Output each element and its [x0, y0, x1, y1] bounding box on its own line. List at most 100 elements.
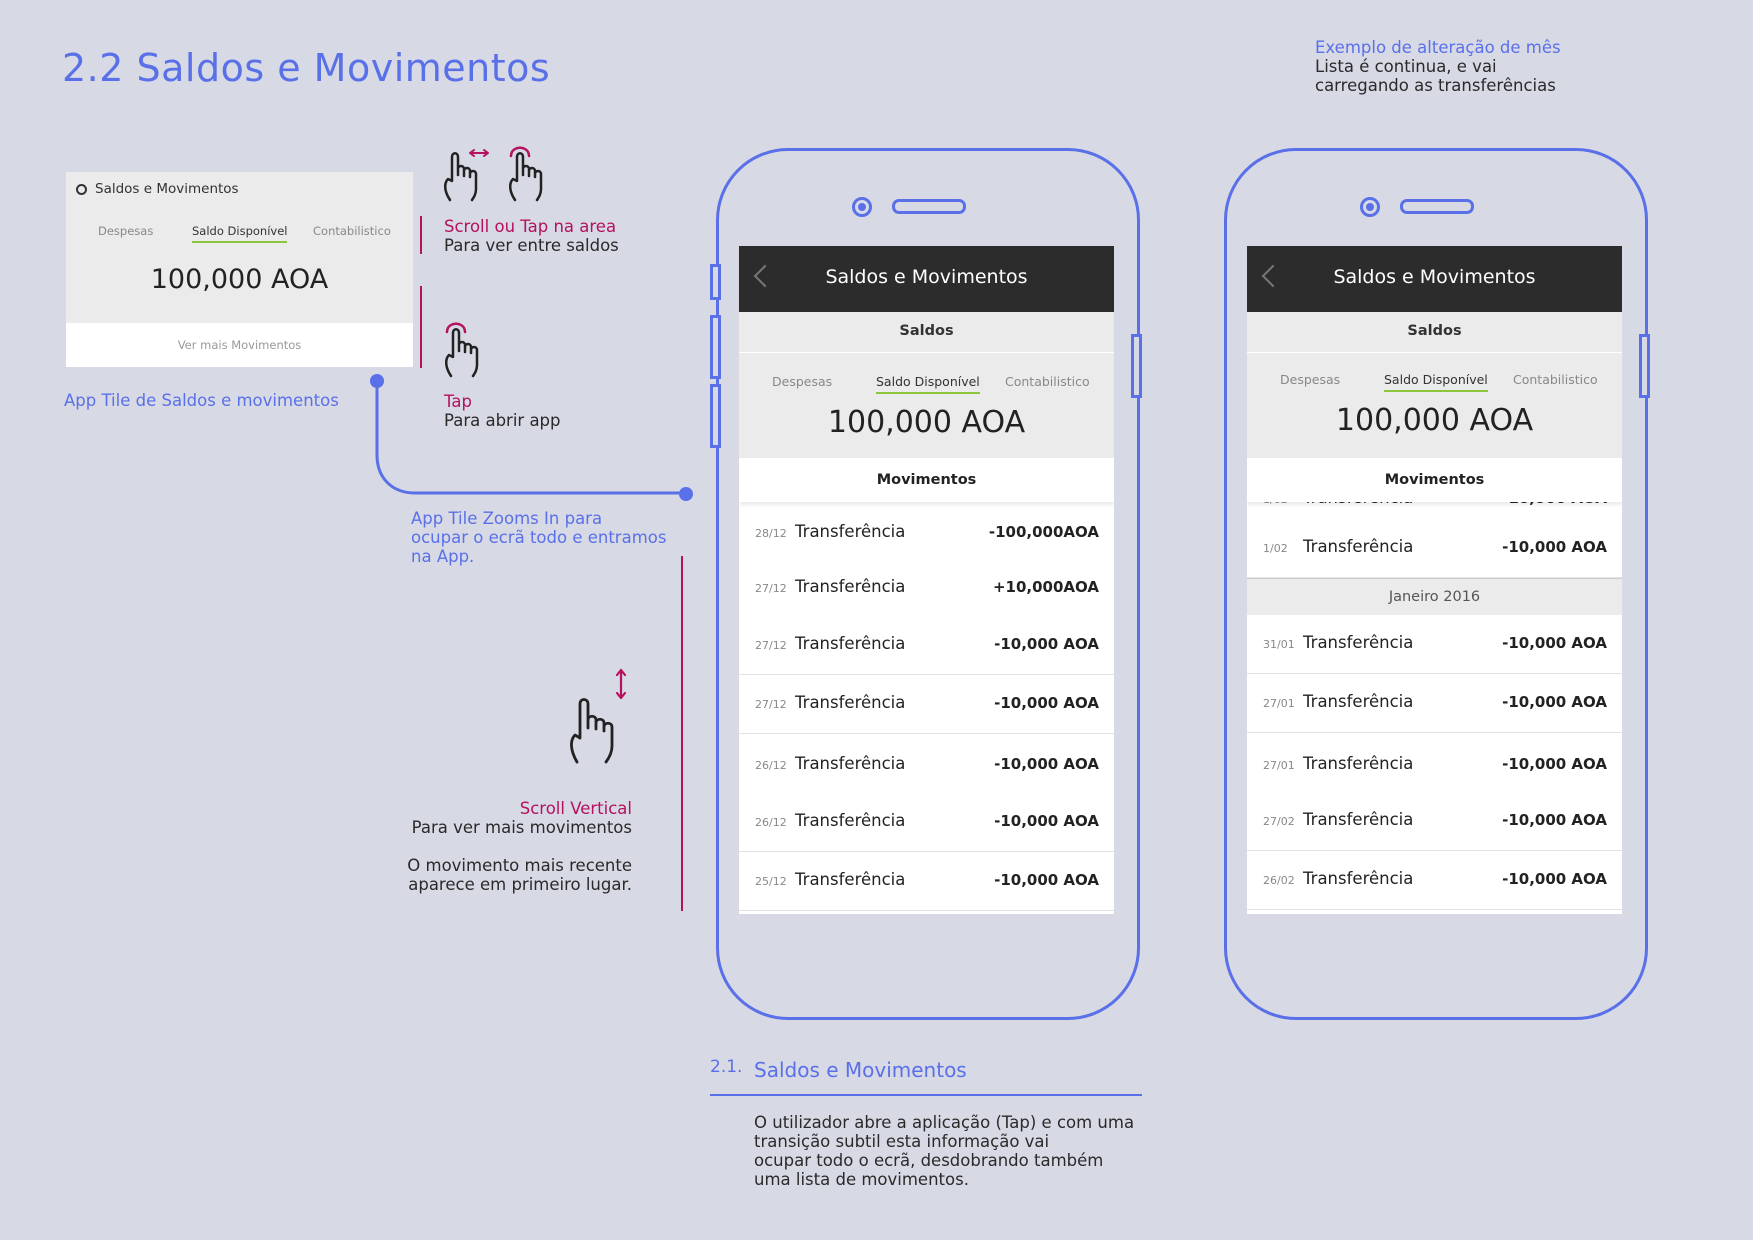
app-tile[interactable]: Saldos e Movimentos Despesas Saldo Dispo… [66, 172, 413, 367]
phone-side-button [1639, 334, 1650, 398]
movement-date: 27/12 [755, 698, 787, 711]
camera-icon [852, 197, 872, 217]
phone-side-button [710, 315, 721, 379]
movement-value: -10,000 AOA [994, 755, 1099, 773]
tile-tab-contabilistico[interactable]: Contabilistico [313, 224, 391, 238]
tab-contabilistico[interactable]: Contabilistico [1513, 372, 1598, 387]
scroll-vertical-desc: Para ver mais movimentos [411, 818, 632, 837]
app-bar-title: Saldos e Movimentos [825, 266, 1028, 288]
guide-line [681, 556, 683, 911]
movement-date: 26/02 [1263, 874, 1295, 887]
hand-scroll-vertical-icon [570, 668, 627, 764]
radio-icon [76, 183, 87, 195]
section-body-line: ocupar todo o ecrã, desdobrando também [754, 1151, 1104, 1170]
movement-value: -10,000 AOA [994, 871, 1099, 889]
section-divider [710, 1094, 1142, 1096]
hand-tap-open-icon [445, 322, 479, 378]
scroll-vertical-note: Scroll Vertical Para ver mais movimentos… [380, 799, 632, 894]
phone-side-button [1131, 334, 1142, 398]
movement-desc: Transferência [1303, 692, 1414, 711]
table-row[interactable]: 26/12 Transferência -10,000 AOA [739, 793, 1114, 852]
movement-date: 26/12 [755, 759, 787, 772]
movement-desc: Transferência [795, 870, 906, 889]
movement-date: 31/01 [1263, 638, 1295, 651]
gesture-scroll-tap-note: Scroll ou Tap na area Para ver entre sal… [444, 217, 619, 255]
tab-despesas[interactable]: Despesas [772, 374, 833, 389]
movement-value: -10,000 AOA [994, 694, 1099, 712]
tab-contabilistico[interactable]: Contabilistico [1005, 374, 1090, 389]
zoom-note-line-2: ocupar o ecrã todo e entramos [411, 528, 667, 547]
phone-frame-2: Saldos e Movimentos Saldos Despesas Sald… [1224, 148, 1650, 1020]
camera-icon [1360, 197, 1380, 217]
movements-header: Movimentos [739, 458, 1114, 502]
month-change-line-2: carregando as transferências [1315, 76, 1556, 95]
tile-tabs: Despesas Saldo Disponível Contabilistico [66, 224, 413, 248]
tab-saldo-disponivel[interactable]: Saldo Disponível [1384, 372, 1488, 392]
tile-header: Saldos e Movimentos [76, 181, 239, 197]
movement-date: 28/12 [755, 527, 787, 540]
table-row[interactable]: 1/02 Transferência -10,000 AOA [1247, 519, 1622, 578]
tile-tab-despesas[interactable]: Despesas [98, 224, 154, 238]
movement-value: -10,000 AOA [1502, 693, 1607, 711]
tile-more-link[interactable]: Ver mais Movimentos [66, 323, 413, 367]
zoom-note: App Tile Zooms In para ocupar o ecrã tod… [411, 509, 666, 566]
saldos-panel[interactable]: Saldos Despesas Saldo Disponível Contabi… [1247, 312, 1622, 458]
movement-desc: Transferência [795, 811, 906, 830]
divider [739, 352, 1114, 353]
movement-desc: Transferência [1303, 810, 1414, 829]
movement-desc: Transferência [795, 693, 906, 712]
table-row[interactable]: 25/12 Transferência -10,000 AOA [739, 852, 1114, 911]
movement-date: 1/02 [1263, 542, 1288, 555]
scroll-vertical-title: Scroll Vertical [519, 799, 632, 818]
phone-frame-1: Saldos e Movimentos Saldos Despesas Sald… [710, 148, 1142, 1020]
movement-date: 25/12 [755, 875, 787, 888]
table-row[interactable]: 27/02 Transferência -10,000 AOA [1247, 792, 1622, 851]
scroll-vertical-note-2: aparece em primeiro lugar. [408, 875, 632, 894]
movement-value: -10,000 AOA [1502, 538, 1607, 556]
gesture-tap-title: Tap [444, 392, 472, 411]
movement-value: -10,000 AOA [1502, 811, 1607, 829]
movement-value: -100,000AOA [988, 523, 1099, 541]
movement-date: 26/12 [755, 816, 787, 829]
app-bar: Saldos e Movimentos [1247, 246, 1622, 312]
movement-desc: Transferência [1303, 537, 1414, 556]
month-change-line-1: Lista é continua, e vai [1315, 57, 1497, 76]
guide-line [420, 216, 422, 254]
table-row[interactable]: 28/12 Transferência -100,000AOA [739, 504, 1114, 563]
month-change-heading: Exemplo de alteração de mês [1315, 38, 1561, 57]
zoom-note-line-1: App Tile Zooms In para [411, 509, 603, 528]
page-title: 2.2 Saldos e Movimentos [62, 46, 551, 90]
movement-value: +10,000AOA [992, 578, 1099, 596]
speaker-icon [892, 199, 966, 214]
movement-date: 27/02 [1263, 815, 1295, 828]
movement-desc: Transferência [795, 522, 906, 541]
tab-despesas[interactable]: Despesas [1280, 372, 1341, 387]
tile-header-label: Saldos e Movimentos [95, 181, 239, 197]
section-body: O utilizador abre a aplicação (Tap) e co… [754, 1113, 1134, 1189]
gesture-tap-desc: Para abrir app [444, 411, 561, 430]
hand-tap-icon [509, 146, 543, 202]
movement-desc: Transferência [1303, 869, 1414, 888]
tab-saldo-disponivel[interactable]: Saldo Disponível [876, 374, 980, 394]
movement-date: 27/12 [755, 582, 787, 595]
saldos-panel[interactable]: Saldos Despesas Saldo Disponível Contabi… [739, 312, 1114, 458]
movement-value: -10,000 AOA [994, 812, 1099, 830]
movements-header: Movimentos [1247, 458, 1622, 502]
guide-line [420, 286, 422, 368]
app-bar: Saldos e Movimentos [739, 246, 1114, 312]
movement-value: -10,000 AOA [994, 635, 1099, 653]
gesture-scroll-tap-title: Scroll ou Tap na area [444, 217, 617, 236]
movement-desc: Transferência [1303, 633, 1414, 652]
table-row[interactable]: 27/01 Transferência -10,000 AOA [1247, 674, 1622, 733]
movement-date: 27/01 [1263, 697, 1295, 710]
table-row[interactable]: 27/12 Transferência -10,000 AOA [739, 675, 1114, 734]
movement-desc: Transferência [795, 634, 906, 653]
tile-tab-saldo-disponivel[interactable]: Saldo Disponível [192, 224, 288, 243]
